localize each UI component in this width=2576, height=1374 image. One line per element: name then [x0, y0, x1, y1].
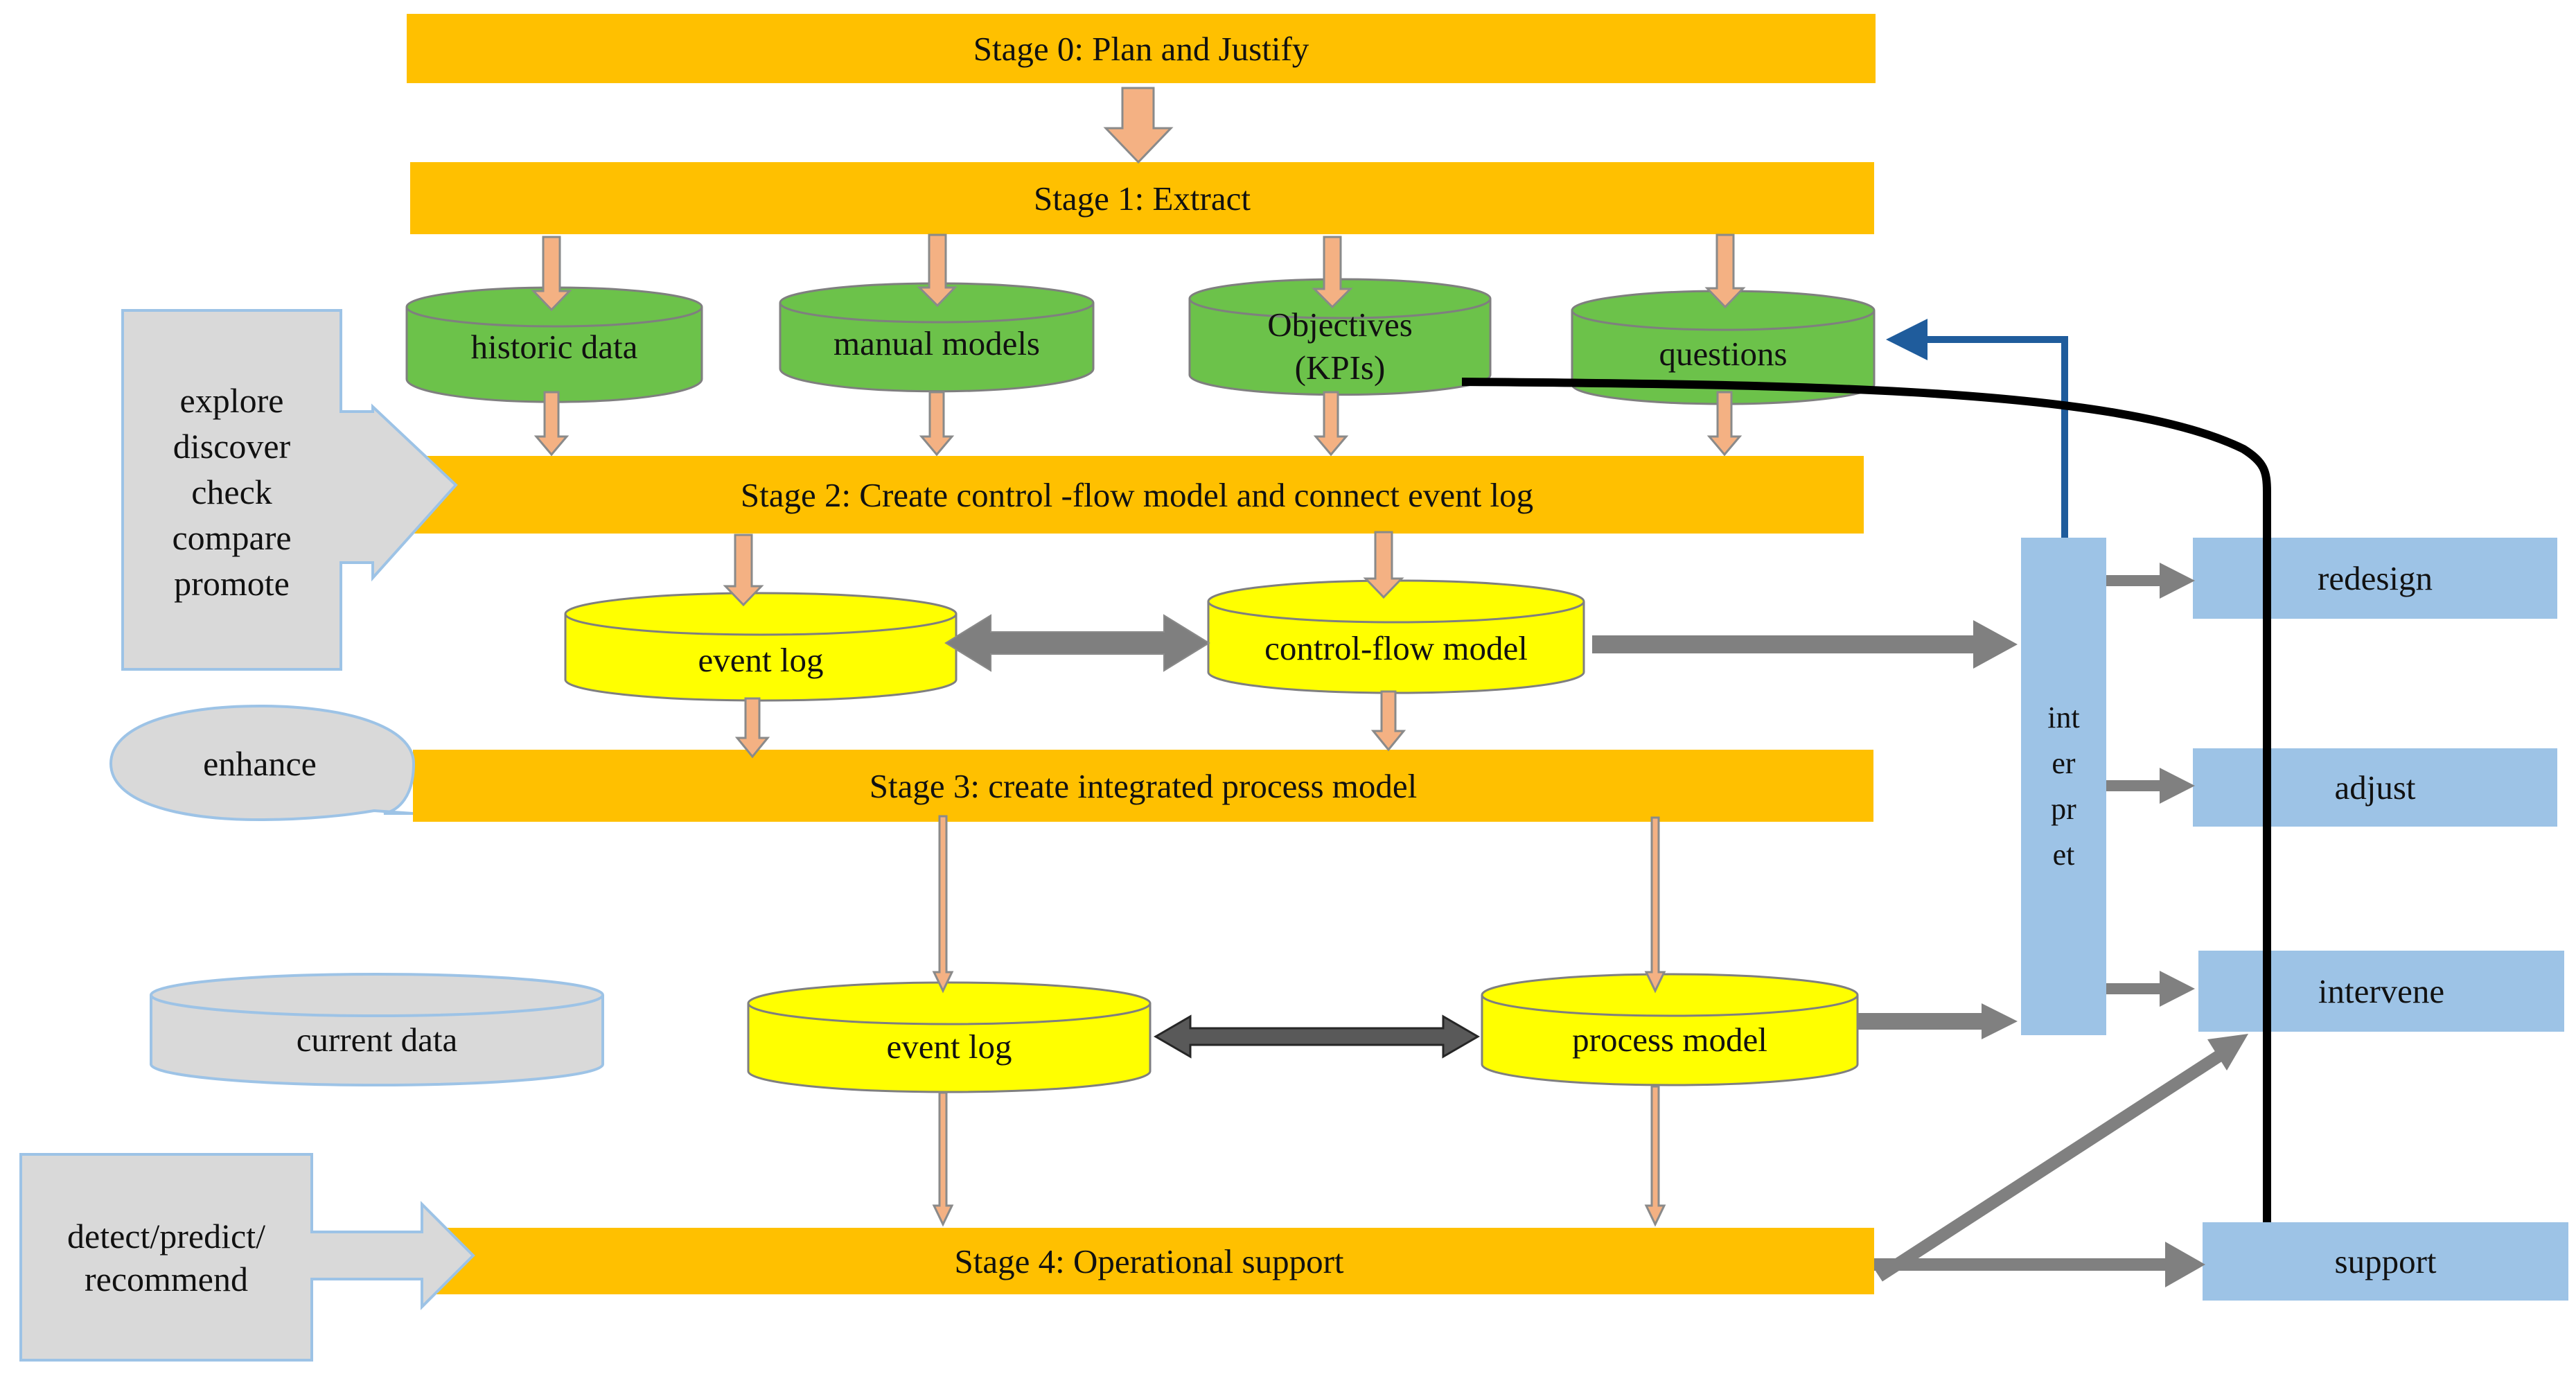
stage3-bar — [413, 750, 1873, 822]
output-redesign-box — [2193, 538, 2557, 619]
arrow-stage0-to-stage1 — [1103, 87, 1174, 164]
event-log-store-1 — [564, 592, 958, 702]
current-data-store — [150, 973, 604, 1086]
event-log-store-2 — [747, 981, 1152, 1093]
arrow-stage4-to-intervene-head — [2207, 1034, 2248, 1071]
arrow-processmodel-to-interpret — [1858, 1003, 2018, 1039]
detect-callout-text: detect/predict/ recommend — [21, 1206, 312, 1310]
stage0-bar — [407, 14, 1876, 83]
arrow-stage1-to-objectives — [1312, 236, 1353, 309]
output-intervene-box — [2198, 951, 2564, 1032]
arrow-manual-to-stage2 — [919, 391, 955, 457]
stage2-label: Stage 2: Create control -flow model and … — [740, 475, 1534, 514]
arrow-interpret-to-redesign — [2106, 563, 2195, 599]
arrow-stage1-to-historic — [531, 236, 572, 312]
stage3-label: Stage 3: create integrated process model — [869, 766, 1418, 805]
explore-callout — [121, 309, 458, 671]
objectives-line-1: Objectives — [1267, 306, 1413, 344]
feedback-interpret-to-questions — [1886, 319, 2068, 538]
detect-callout — [19, 1153, 475, 1362]
arrow-objectives-to-stage2 — [1313, 391, 1349, 457]
arrow-stage3-to-eventlog2 — [932, 815, 954, 994]
output-adjust-box — [2193, 748, 2557, 827]
event-log-2-label: event log — [886, 1027, 1012, 1066]
process-model-label: process model — [1572, 1020, 1767, 1059]
enhance-label: enhance — [203, 744, 317, 783]
arrow-interpret-to-intervene — [2106, 971, 2195, 1007]
interpret-label: int er pr et — [2021, 693, 2106, 880]
arrow-stage2-to-controlflow — [1363, 531, 1404, 599]
salmon-down-arrows — [531, 234, 1746, 1227]
double-arrow-eventlog-controlflow — [944, 614, 1210, 672]
stage2-bar — [410, 456, 1864, 534]
arrow-controlflow-to-stage3 — [1370, 690, 1406, 752]
interpret-bar — [2021, 538, 2106, 1035]
double-arrow-eventlog2-processmodel — [1154, 1014, 1480, 1059]
arrow-stage4-to-intervene-shaft — [1876, 1046, 2229, 1282]
arrow-stage4-to-support — [1874, 1242, 2205, 1287]
stage4-label: Stage 4: Operational support — [954, 1242, 1344, 1280]
explore-line: explore — [179, 381, 284, 420]
questions-label: questions — [1659, 334, 1788, 373]
arrow-eventlog2-to-stage4 — [932, 1091, 954, 1227]
stage1-label: Stage 1: Extract — [1034, 179, 1251, 218]
gray-arrows — [1592, 563, 2205, 1287]
arrow-processmodel-to-stage4 — [1644, 1085, 1666, 1227]
objectives-label: Objectives (KPIs) — [1190, 298, 1490, 395]
event-log-1-label: event log — [698, 640, 824, 679]
compare-line: compare — [172, 518, 292, 557]
stage4-bar — [424, 1228, 1874, 1294]
interpret-line-2: er — [2052, 746, 2076, 780]
interpret-line-1: int — [2047, 701, 2080, 734]
stage0-label: Stage 0: Plan and Justify — [973, 29, 1309, 68]
historic-data-label: historic data — [470, 327, 638, 366]
support-label: support — [2334, 1242, 2437, 1280]
arrow-historic-to-stage2 — [533, 391, 570, 457]
arrow-stage3-to-processmodel — [1644, 816, 1666, 994]
arrow-stage1-to-questions — [1704, 234, 1746, 309]
objectives-line-2: (KPIs) — [1294, 349, 1386, 387]
interpret-line-4: et — [2052, 838, 2075, 872]
arrow-questions-to-stage2 — [1706, 391, 1743, 457]
feedback-support-to-objectives — [1461, 378, 2271, 1222]
redesign-label: redesign — [2318, 559, 2433, 597]
output-support-box — [2203, 1222, 2568, 1301]
adjust-label: adjust — [2334, 768, 2416, 807]
process-model-store — [1481, 973, 1859, 1086]
control-flow-model-label: control-flow model — [1264, 628, 1528, 667]
stage1-bar — [410, 162, 1874, 234]
discover-line: discover — [173, 427, 291, 466]
intervene-label: intervene — [2318, 972, 2445, 1010]
explore-callout-text: explore discover check compare promote — [123, 374, 341, 610]
enhance-callout — [109, 704, 416, 822]
interpret-line-3: pr — [2051, 792, 2076, 826]
manual-models-label: manual models — [833, 324, 1041, 362]
detect-line-1: detect/predict/ — [67, 1217, 265, 1256]
arrow-stage2-to-eventlog — [723, 534, 764, 607]
arrow-interpret-to-adjust — [2106, 768, 2195, 804]
arrow-stage1-to-manual — [917, 234, 958, 308]
current-data-label: current data — [296, 1020, 458, 1059]
check-line: check — [191, 473, 272, 511]
arrow-controlflow-to-interpret — [1592, 620, 2018, 669]
arrow-eventlog-to-stage3 — [734, 697, 770, 759]
detect-line-2: recommend — [84, 1260, 248, 1298]
promote-line: promote — [174, 564, 290, 603]
